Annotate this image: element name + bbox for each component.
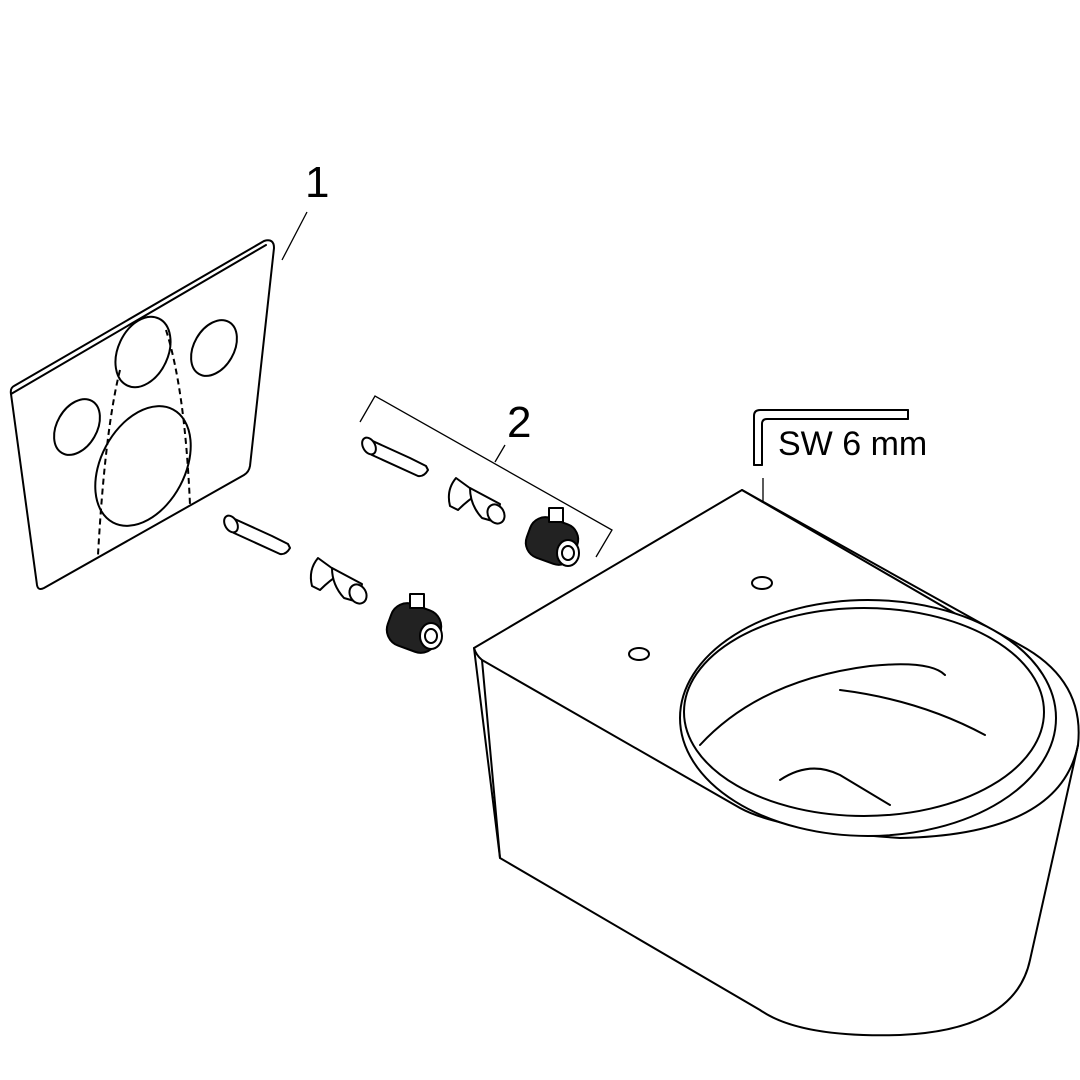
allen-key-icon: [753, 409, 909, 466]
leader-line-2: [494, 444, 506, 463]
callout-part-2: 2: [507, 398, 532, 447]
fitting-set-upper: [361, 436, 580, 567]
callout-part-1: 1: [305, 158, 330, 207]
bracket-part-2: [359, 395, 613, 558]
cover-plate: [9, 239, 275, 590]
fitting-set-lower: [223, 514, 443, 654]
tool-size-label: SW 6 mm: [778, 425, 928, 463]
leader-line-1: [281, 211, 308, 261]
wall-hung-toilet: [473, 489, 1080, 1037]
